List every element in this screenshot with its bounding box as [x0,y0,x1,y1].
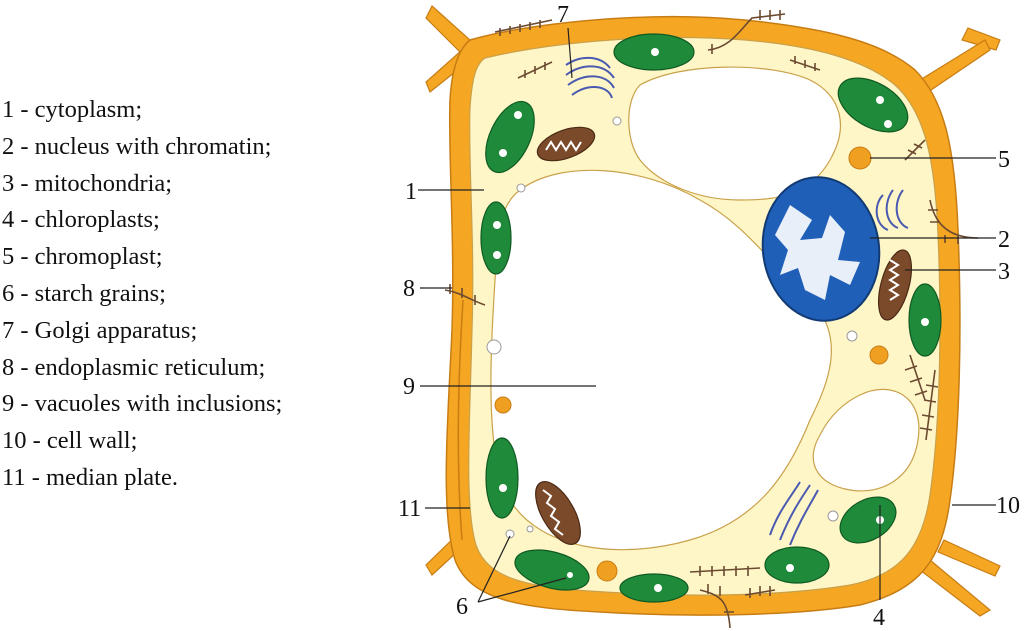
callout-5: 5 [998,147,1010,173]
chromatin [775,205,860,300]
endoplasmic-reticulum [444,10,979,629]
median-plate [457,299,464,541]
legend-item-chromoplast: 5 - chromoplast; [2,243,163,271]
legend-item-chloroplasts: 4 - chloroplasts; [2,206,160,234]
legend-item-golgi: 7 - Golgi apparatus; [2,316,198,344]
legend-item-cell-wall: 10 - cell wall; [2,427,138,455]
nucleus [761,176,881,322]
chloroplasts [480,33,942,603]
callout-3: 3 [998,259,1010,285]
legend-item-er: 8 - endoplasmic reticulum; [2,353,266,381]
callout-11: 11 [398,496,421,522]
chloroplast-grains [493,48,929,592]
mitochondria [535,126,913,545]
legend-item-cytoplasm: 1 - cytoplasm; [2,96,143,123]
legend-item-median-plate: 11 - median plate. [2,463,178,491]
legend-item-nucleus: 2 - nucleus with chromatin; [2,132,272,160]
callout-2: 2 [998,227,1010,253]
callout-9: 9 [403,374,415,400]
callout-4: 4 [873,605,885,631]
vacuole-small [812,388,920,492]
callout-6: 6 [456,594,468,620]
legend-item-starch-grains: 6 - starch grains; [2,279,166,307]
golgi-apparatus [565,56,909,546]
legend-item-mitochondria: 3 - mitochondria; [2,169,173,197]
legend-list: 1 - cytoplasm; 2 - nucleus with chromati… [2,92,282,497]
starch-grains [486,116,858,539]
leader-lines [418,27,996,603]
callout-10: 10 [996,493,1020,519]
callout-8: 8 [403,276,415,302]
legend-item-vacuoles: 9 - vacuoles with inclusions; [2,390,283,418]
callout-7: 7 [557,2,569,28]
chromoplasts [494,146,889,582]
callout-1: 1 [405,179,417,205]
mitochondria-cristae [542,140,900,536]
